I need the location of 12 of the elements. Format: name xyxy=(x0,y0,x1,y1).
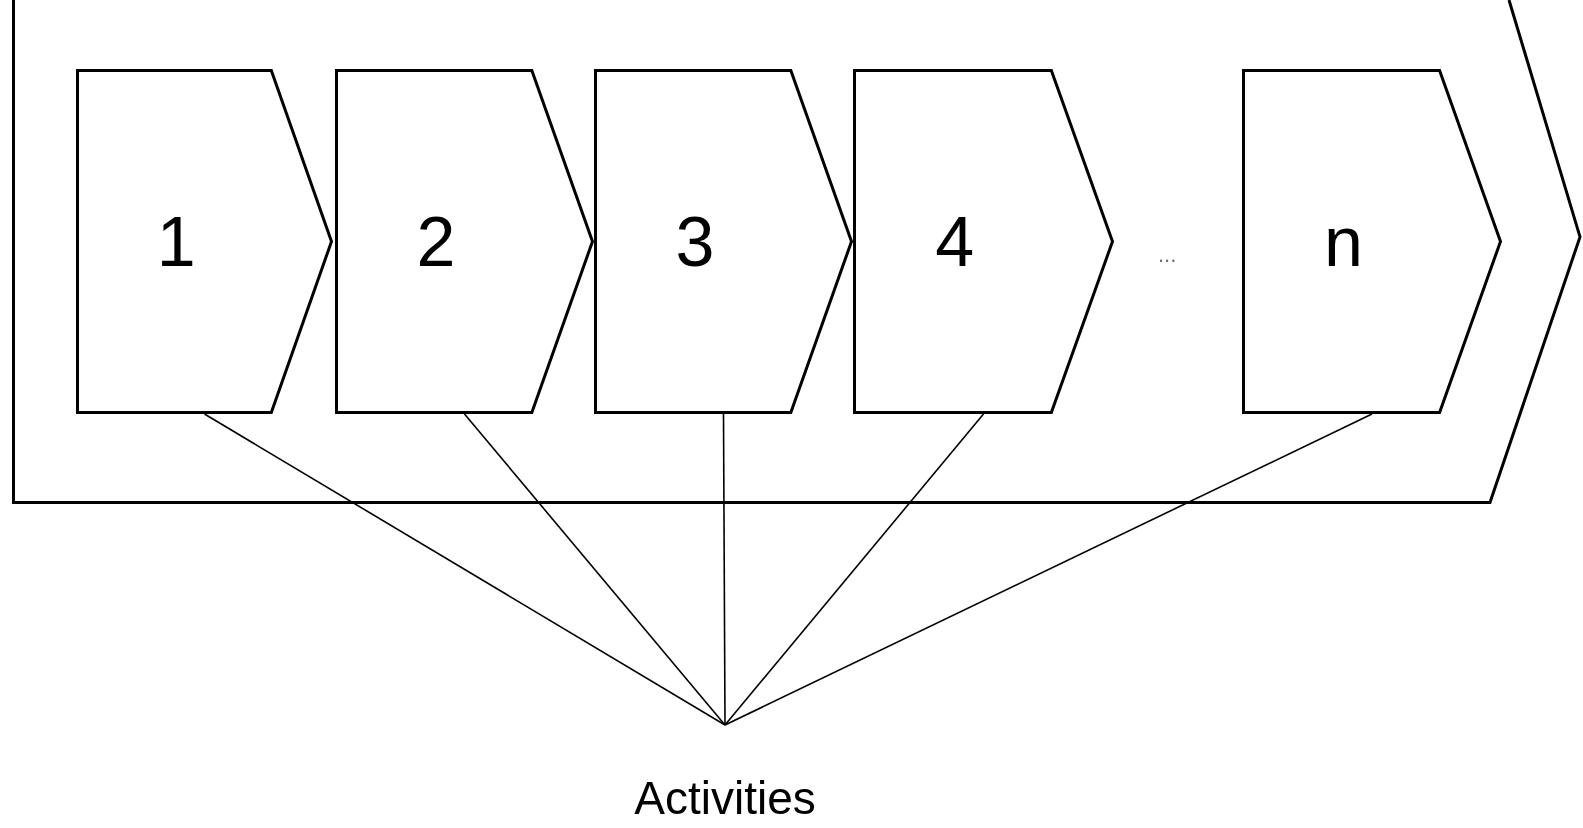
leader-line xyxy=(724,413,1373,726)
step-number: n xyxy=(1323,206,1363,277)
step-number: 2 xyxy=(416,206,456,277)
activities-text: Activities xyxy=(634,775,816,825)
step-number: 3 xyxy=(675,206,715,277)
leader-line xyxy=(203,413,726,726)
ellipsis-text: ... xyxy=(1158,244,1177,266)
step-number: 4 xyxy=(935,206,975,277)
leader-line xyxy=(724,413,985,726)
step-number: 1 xyxy=(156,206,196,277)
leader-line xyxy=(722,413,726,726)
leader-line xyxy=(463,413,726,726)
